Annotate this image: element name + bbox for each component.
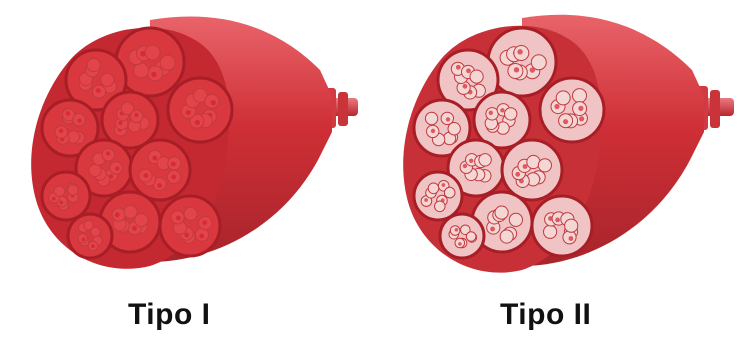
fascicle xyxy=(502,140,562,200)
muscle-fiber-type-i-illustration xyxy=(0,0,372,290)
myofibril-dot xyxy=(579,116,584,121)
myofibril-dot xyxy=(500,108,504,112)
myofibril-dot xyxy=(469,159,473,163)
fascicle xyxy=(540,78,604,142)
myofibril-dot xyxy=(132,226,137,231)
figure-label-tipo-ii: Tipo II xyxy=(500,298,591,332)
myofibril-dot xyxy=(446,117,450,121)
myofibril-dot xyxy=(151,72,156,77)
muscle-fiber xyxy=(538,159,551,172)
muscle-fiber xyxy=(160,55,175,70)
figure-tipo-ii: Tipo II xyxy=(372,0,744,338)
muscle-fiber xyxy=(509,213,522,226)
myofibril-dot xyxy=(176,216,181,221)
myofibril-dot xyxy=(578,106,583,111)
myofibril-dot xyxy=(455,228,459,232)
muscle-fiber xyxy=(556,91,570,105)
fascicle xyxy=(532,196,592,256)
myofibril-dot xyxy=(514,67,519,72)
myofibril-dot xyxy=(517,49,522,54)
myofibril-dot xyxy=(202,220,207,225)
cross-section xyxy=(31,28,232,269)
myofibril-dot xyxy=(489,111,493,115)
cross-section xyxy=(403,26,604,273)
myofibril-dot xyxy=(554,104,559,109)
muscle-fiber xyxy=(68,185,79,196)
myofibril-dot xyxy=(59,201,63,205)
myofibril-dot xyxy=(115,166,119,170)
myofibril-dot xyxy=(152,156,157,161)
muscle-fiber xyxy=(573,89,587,103)
muscle-fiber xyxy=(435,201,446,212)
muscle-fiber xyxy=(448,123,460,135)
muscle-fiber xyxy=(89,164,101,176)
figure-tipo-i: Tipo I xyxy=(0,0,372,338)
muscle-fiber xyxy=(428,183,439,194)
myofibril-dot xyxy=(490,227,495,232)
myofibril-dot xyxy=(144,173,149,178)
muscle-fiber xyxy=(500,230,513,243)
myofibril-dot xyxy=(171,162,176,167)
myofibril-dot xyxy=(424,198,428,202)
myofibril-dot xyxy=(523,164,528,169)
fascicle xyxy=(168,78,232,142)
myofibril-dot xyxy=(96,88,101,93)
myofibril-dot xyxy=(66,111,70,115)
myofibril-dot xyxy=(115,212,120,217)
myofibril-dot xyxy=(458,242,462,246)
fascicle xyxy=(414,172,462,220)
muscle-fiber xyxy=(91,227,101,237)
myofibril-dot xyxy=(456,65,461,70)
muscle-fiber xyxy=(145,45,160,60)
myofibril-dot xyxy=(186,110,191,115)
myofibril-dot xyxy=(91,244,95,248)
myofibril-dot xyxy=(52,197,56,201)
myofibril-dot xyxy=(195,120,200,125)
myofibril-dot xyxy=(442,183,446,187)
muscle-fiber xyxy=(470,70,483,83)
myofibril-dot xyxy=(118,121,122,125)
myofibril-dot xyxy=(555,218,560,223)
muscle-fiber xyxy=(565,219,578,232)
muscle-fiber xyxy=(135,214,148,227)
myofibril-dot xyxy=(466,68,471,73)
myofibril-dot xyxy=(59,129,63,133)
myofibril-dot xyxy=(184,233,189,238)
fascicle xyxy=(440,214,484,258)
muscle-fiber xyxy=(87,58,100,71)
muscle-fiber xyxy=(531,55,546,70)
muscle-fiber xyxy=(54,186,65,197)
myofibril-dot xyxy=(431,129,435,133)
muscle-fiber xyxy=(184,207,197,220)
muscle-fiber xyxy=(544,225,557,238)
myofibril-dot xyxy=(463,164,467,168)
muscle-fiber xyxy=(505,108,517,120)
muscle-fiber xyxy=(124,205,137,218)
myofibril-dot xyxy=(563,119,568,124)
myofibril-dot xyxy=(157,183,162,188)
muscle-fiber xyxy=(101,73,114,86)
myofibril-dot xyxy=(171,175,176,180)
figure-label-tipo-i: Tipo I xyxy=(128,298,210,332)
muscle-fiber-type-ii-illustration xyxy=(372,0,744,290)
myofibril-dot xyxy=(77,119,81,123)
myofibril-dot xyxy=(199,234,204,239)
muscle-fiber xyxy=(479,154,491,166)
myofibril-dot xyxy=(211,100,216,105)
myofibril-dot xyxy=(515,172,520,177)
myofibril-dot xyxy=(569,236,574,241)
myofibril-dot xyxy=(463,84,468,89)
muscle-fiber xyxy=(466,232,476,242)
muscle-fiber xyxy=(444,187,455,198)
myofibril-dot xyxy=(106,151,110,155)
myofibril-dot xyxy=(82,238,86,242)
myofibril-dot xyxy=(134,113,138,117)
muscle-fiber xyxy=(425,112,437,124)
muscle-fiber xyxy=(495,206,508,219)
